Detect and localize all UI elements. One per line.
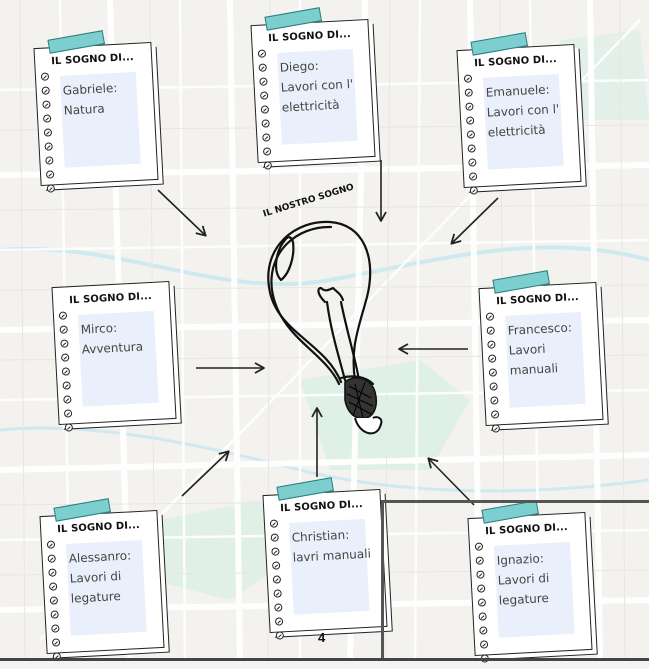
note-francesco: IL SOGNO DI... Francesco: Lavori manuali [478, 270, 604, 433]
spiral-binding [269, 519, 287, 645]
note-diego: IL SOGNO DI... Diego: Lavori con l' elet… [250, 7, 376, 170]
arrow-gabriele [157, 189, 207, 237]
arrow-alessanro [181, 450, 230, 497]
spiral-binding [58, 311, 76, 437]
arrow-emanuele [450, 197, 499, 245]
note-text: Francesco: Lavori manuali [507, 320, 573, 378]
note-header: IL SOGNO DI... [50, 51, 135, 68]
spiral-binding [474, 542, 492, 668]
note-alessanro: IL SOGNO DI... Alessanro: Lavori di lega… [39, 498, 165, 661]
note-text: Ignazio: Lavori di legature [496, 551, 550, 608]
note-text: Christian: lavri manuali [291, 527, 372, 565]
note-header: IL SOGNO DI... [267, 28, 352, 45]
note-text: Mirco: Avventura [80, 320, 144, 357]
spiral-binding [485, 312, 503, 438]
note-header: IL SOGNO DI... [473, 53, 558, 70]
lightbulb-icon [267, 220, 383, 435]
spiral-binding [46, 540, 64, 666]
note-text: Gabriele: Natura [62, 80, 118, 118]
note-emanuele: IL SOGNO DI... Emanuele: Lavori con l' e… [456, 32, 582, 195]
note-ignazio: IL SOGNO DI... Ignazio: Lavori di legatu… [467, 500, 593, 663]
note-header: IL SOGNO DI... [68, 290, 153, 307]
note-text: Emanuele: Lavori con l' elettricità [485, 82, 560, 140]
spiral-binding [257, 49, 275, 175]
note-gabriele: IL SOGNO DI... Gabriele: Natura [33, 30, 159, 193]
note-header: IL SOGNO DI... [279, 498, 364, 515]
note-christian: IL SOGNO DI... Christian: lavri manuali [262, 477, 388, 640]
note-header: IL SOGNO DI... [495, 291, 580, 308]
spiral-binding [463, 74, 481, 200]
spiral-binding [40, 72, 58, 198]
page-number: 4 [318, 630, 326, 645]
note-header: IL SOGNO DI... [56, 519, 141, 536]
note-text: Diego: Lavori con l' elettricità [279, 58, 354, 115]
arrow-ignazio [427, 457, 475, 506]
note-mirco: IL SOGNO DI... Mirco: Avventura [51, 281, 177, 432]
bottom-divider [0, 658, 649, 661]
note-text: Alessanro: Lavori di legature [68, 548, 132, 606]
note-header: IL SOGNO DI... [484, 521, 569, 538]
